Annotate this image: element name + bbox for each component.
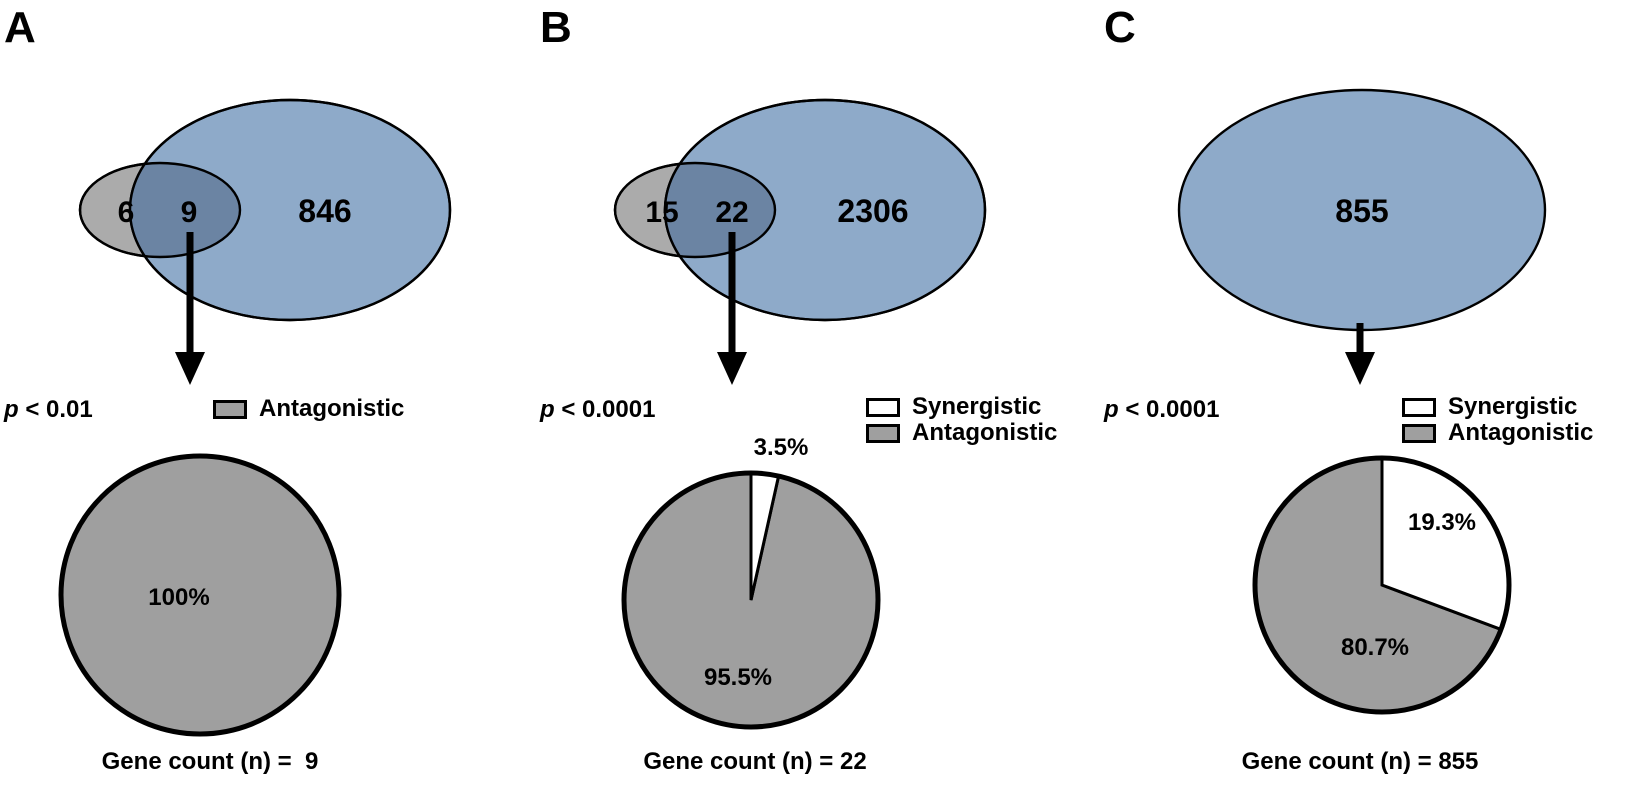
venn-count-overlap-a: 9 <box>181 196 198 229</box>
pie-chart-b: 3.5% 95.5% <box>586 425 916 745</box>
p-value-text-c: < 0.0001 <box>1118 396 1220 423</box>
venn-count-overlap-b: 22 <box>715 196 748 229</box>
venn-count-grey-only-a: 6 <box>118 196 135 229</box>
pie-outline-c <box>1252 455 1512 715</box>
pie-outline-b <box>621 470 881 730</box>
venn-diagram-a: 6 9 846 <box>0 40 520 390</box>
arrow-down-c <box>1345 323 1375 385</box>
legend-row-synergistic-c: Synergistic <box>1402 394 1593 420</box>
legend-row-synergistic-b: Synergistic <box>866 394 1057 420</box>
legend-swatch-grey-icon-c <box>1402 423 1436 443</box>
p-value-a: p < 0.01 <box>4 396 93 424</box>
pie-chart-c: 19.3% 80.7% <box>1245 440 1525 730</box>
pie-label-c-0: 19.3% <box>1408 509 1476 536</box>
panel-c: C 855 p < 0.0001 Synergistic Antagonisti <box>1090 0 1643 794</box>
pie-label-a-0: 100% <box>148 584 209 611</box>
venn-ellipse-blue-outline-a <box>128 98 452 322</box>
legend-row-antagonistic-b: Antagonistic <box>866 420 1057 446</box>
legend-swatch-grey-icon-a <box>213 399 247 419</box>
legend-label-a-0: Antagonistic <box>259 395 405 422</box>
panel-letter-b: B <box>540 3 572 52</box>
legend-swatch-white-icon-c <box>1402 397 1436 417</box>
venn-count-blue-only-c: 855 <box>1335 193 1388 229</box>
pie-chart-a: 100% <box>55 450 345 740</box>
legend-b: Synergistic Antagonistic <box>866 394 1057 446</box>
legend-label-c-1: Antagonistic <box>1448 419 1594 446</box>
legend-c: Synergistic Antagonistic <box>1402 394 1593 446</box>
legend-row-antagonistic-c: Antagonistic <box>1402 420 1593 446</box>
venn-ellipse-grey-outline-a <box>78 161 242 259</box>
p-symbol-a: p <box>4 396 19 423</box>
panel-b: B 15 22 2306 <box>520 0 1090 794</box>
pie-slice-antagonistic-a <box>58 453 342 737</box>
venn-ellipse-blue-outline-b <box>663 98 987 322</box>
p-symbol-c: p <box>1104 396 1119 423</box>
arrow-down-b <box>717 232 747 385</box>
pie-label-b-0: 3.5% <box>754 434 809 461</box>
gene-count-c: Gene count (n) = 855 <box>1241 748 1479 775</box>
venn-count-blue-only-b: 2306 <box>837 193 908 229</box>
legend-label-b-0: Synergistic <box>912 393 1042 420</box>
venn-count-grey-only-b: 15 <box>645 196 678 229</box>
panel-a: A 6 9 <box>0 0 520 794</box>
venn-count-blue-only-a: 846 <box>298 193 351 229</box>
p-value-text-b: < 0.0001 <box>554 396 656 423</box>
legend-swatch-grey-icon-b <box>866 423 900 443</box>
legend-label-c-0: Synergistic <box>1448 393 1578 420</box>
legend-a: Antagonistic <box>213 396 404 422</box>
venn-diagram-c: 855 <box>1090 40 1643 390</box>
pie-label-c-1: 80.7% <box>1341 634 1409 661</box>
arrow-down-a <box>175 232 205 385</box>
venn-diagram-b: 15 22 2306 <box>520 40 1090 390</box>
pie-label-b-1: 95.5% <box>704 664 772 691</box>
p-value-text-a: < 0.01 <box>18 396 93 423</box>
gene-count-a: Gene count (n) = 9 <box>101 748 319 775</box>
panel-letter-a: A <box>4 3 36 52</box>
legend-swatch-white-icon-b <box>866 397 900 417</box>
legend-label-b-1: Antagonistic <box>912 419 1058 446</box>
gene-count-b: Gene count (n) = 22 <box>643 748 867 775</box>
legend-row-antagonistic-a: Antagonistic <box>213 396 404 422</box>
p-value-b: p < 0.0001 <box>540 396 655 424</box>
panel-letter-c: C <box>1104 3 1136 52</box>
venn-ellipse-grey-outline-b <box>613 161 777 259</box>
p-symbol-b: p <box>540 396 555 423</box>
p-value-c: p < 0.0001 <box>1104 396 1219 424</box>
